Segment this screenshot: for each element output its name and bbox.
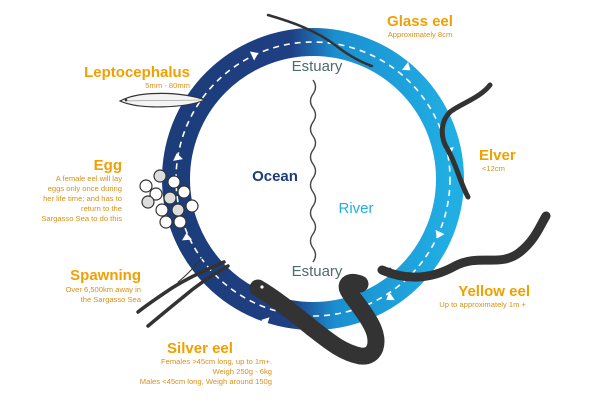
egg-desc-line-2: eggs only once during [48, 184, 122, 193]
river-label: River [338, 200, 373, 217]
silver-eel-desc-line-1: Females >45cm long, up to 1m+. [161, 357, 272, 366]
cycle-arrow-icon [173, 153, 183, 161]
glass-eel-icon [266, 13, 374, 68]
elver-desc: <12cm [482, 164, 505, 173]
cycle-arrow-icon [435, 229, 445, 239]
silver-eel-icon [249, 273, 385, 365]
silver-eel-desc-line-3: Males <45cm long, Weigh around 150g [140, 377, 272, 386]
stage-egg: Egg A female eel will lay eggs only once… [41, 157, 122, 223]
cycle-arrow-icon [182, 233, 192, 241]
elver-title: Elver [479, 147, 516, 164]
estuary-top-label: Estuary [292, 58, 343, 75]
silver-eel-desc-line-2: Weigh 250g - 6kg [213, 367, 272, 376]
eggs-icon [139, 169, 199, 229]
cycle-arrow-icon [261, 317, 270, 327]
stage-glass-eel: Glass eel Approximately 8cm [387, 13, 453, 39]
stage-elver: Elver <12cm [479, 147, 516, 173]
yellow-eel-icon [377, 211, 551, 282]
stage-silver-eel: Silver eel Females >45cm long, up to 1m+… [140, 340, 272, 386]
cycle-arrow-icon [386, 291, 395, 301]
stage-yellow-eel: Yellow eel Up to approximately 1m + [439, 283, 530, 309]
spawning-eels-icon [136, 257, 230, 328]
yellow-eel-title: Yellow eel [458, 283, 530, 300]
spawning-title: Spawning [70, 267, 141, 284]
egg-desc-line-3: her life time; and has to [43, 194, 122, 203]
glass-eel-desc: Approximately 8cm [388, 30, 453, 39]
ocean-river-divider [309, 79, 317, 263]
egg-desc-line-5: Sargasso Sea to do this [41, 214, 122, 223]
silver-eel-title: Silver eel [167, 340, 233, 357]
cycle-arrow-icon [249, 51, 259, 61]
egg-desc-line-4: return to the [81, 204, 122, 213]
leptocephalus-desc: 5mm - 80mm [145, 81, 190, 90]
yellow-eel-desc: Up to approximately 1m + [439, 300, 526, 309]
glass-eel-title: Glass eel [387, 13, 453, 30]
ocean-label: Ocean [252, 168, 298, 185]
spawning-desc-line-1: Over 6,500km away in [65, 285, 141, 294]
cycle-arrow-icon [401, 62, 411, 71]
leptocephalus-title: Leptocephalus [84, 64, 190, 81]
estuary-bottom-label: Estuary [292, 263, 343, 280]
life-cycle-ring [162, 28, 464, 330]
leptocephalus-icon [118, 92, 207, 108]
elver-icon [439, 82, 493, 200]
spawning-desc-line-2: the Sargasso Sea [81, 295, 142, 304]
stage-spawning: Spawning Over 6,500km away in the Sargas… [65, 267, 141, 304]
stage-leptocephalus: Leptocephalus 5mm - 80mm [84, 64, 190, 90]
egg-title: Egg [94, 157, 122, 174]
egg-desc-line-1: A female eel will lay [56, 174, 122, 183]
